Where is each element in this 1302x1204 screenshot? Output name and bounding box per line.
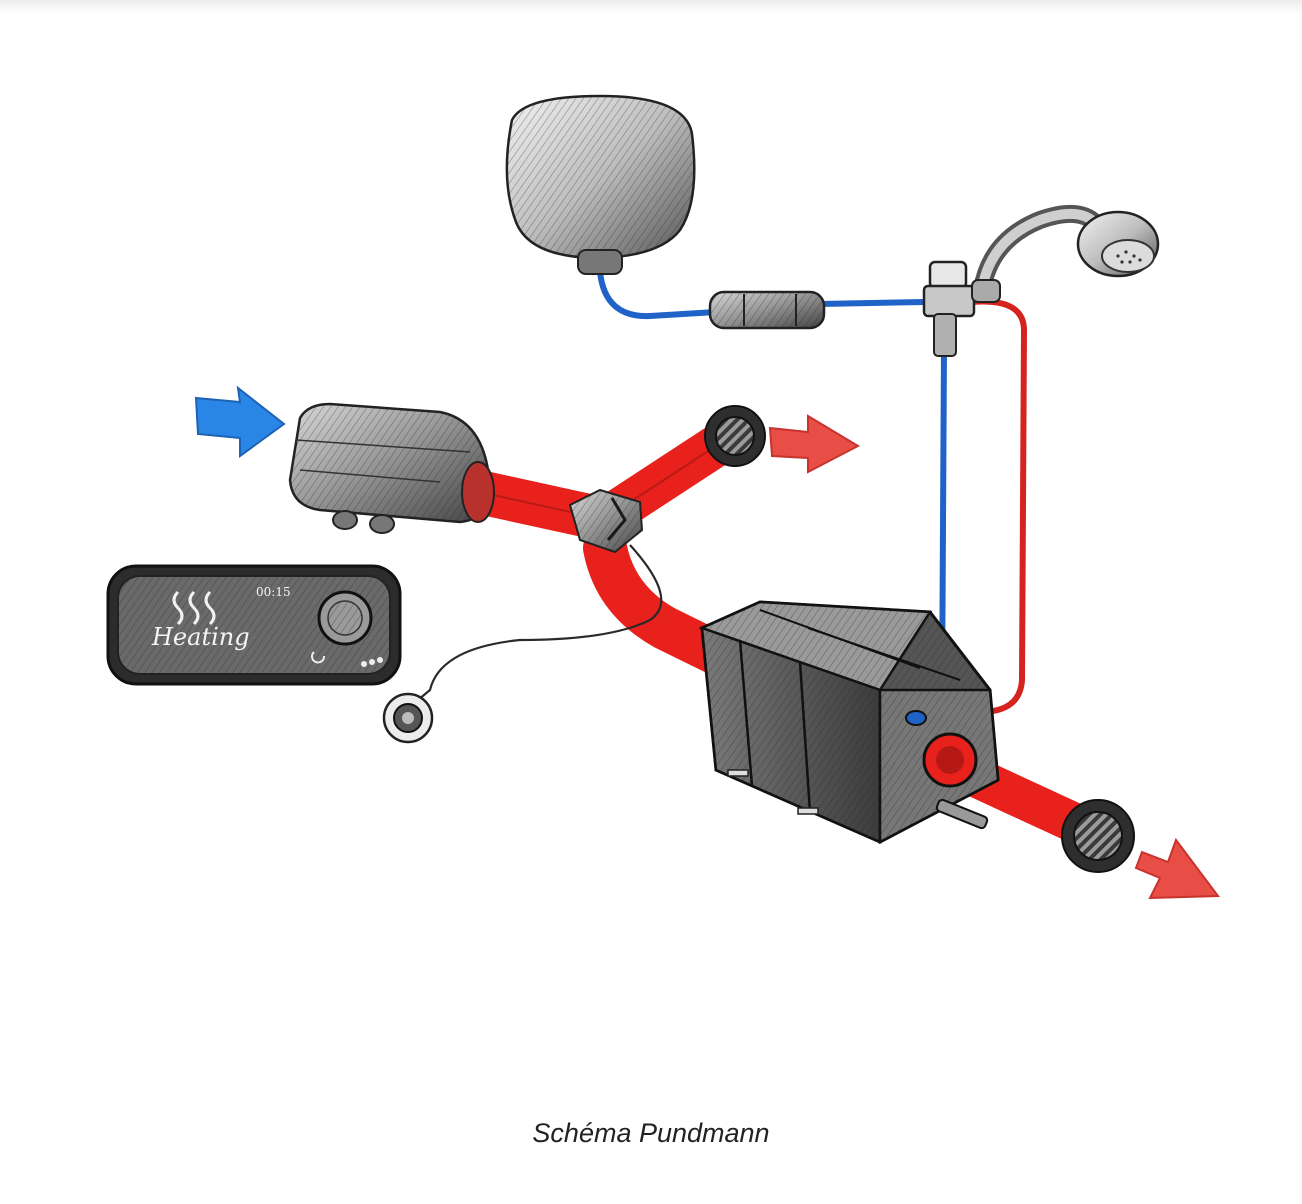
panel-time-display: 00:15 xyxy=(256,585,291,599)
combi-heater-unit xyxy=(698,600,1000,845)
steam-waves-icon xyxy=(172,590,216,626)
control-panel: Heating 00:15 xyxy=(106,564,402,686)
air-outlet-vent xyxy=(704,405,766,467)
mixing-valve xyxy=(922,260,976,357)
temperature-sensor xyxy=(382,692,434,744)
red-arrow-icon xyxy=(1134,837,1220,900)
y-junction xyxy=(568,488,644,554)
heating-system-diagram: Heating 00:15 xyxy=(106,94,1220,900)
figure-caption: Schéma Pundmann xyxy=(532,1118,770,1148)
water-tank xyxy=(505,94,696,275)
control-cable xyxy=(411,544,663,706)
hot-water-pipe xyxy=(953,298,1028,715)
top-shade xyxy=(0,0,1302,14)
red-arrow-icon xyxy=(768,414,861,474)
air-outlet-vent xyxy=(1061,799,1135,873)
air-heater-unit xyxy=(288,402,495,534)
panel-mode-label: Heating xyxy=(151,623,250,651)
shower-head xyxy=(971,205,1160,303)
water-filter xyxy=(708,290,826,330)
blue-arrow-icon xyxy=(194,385,286,458)
